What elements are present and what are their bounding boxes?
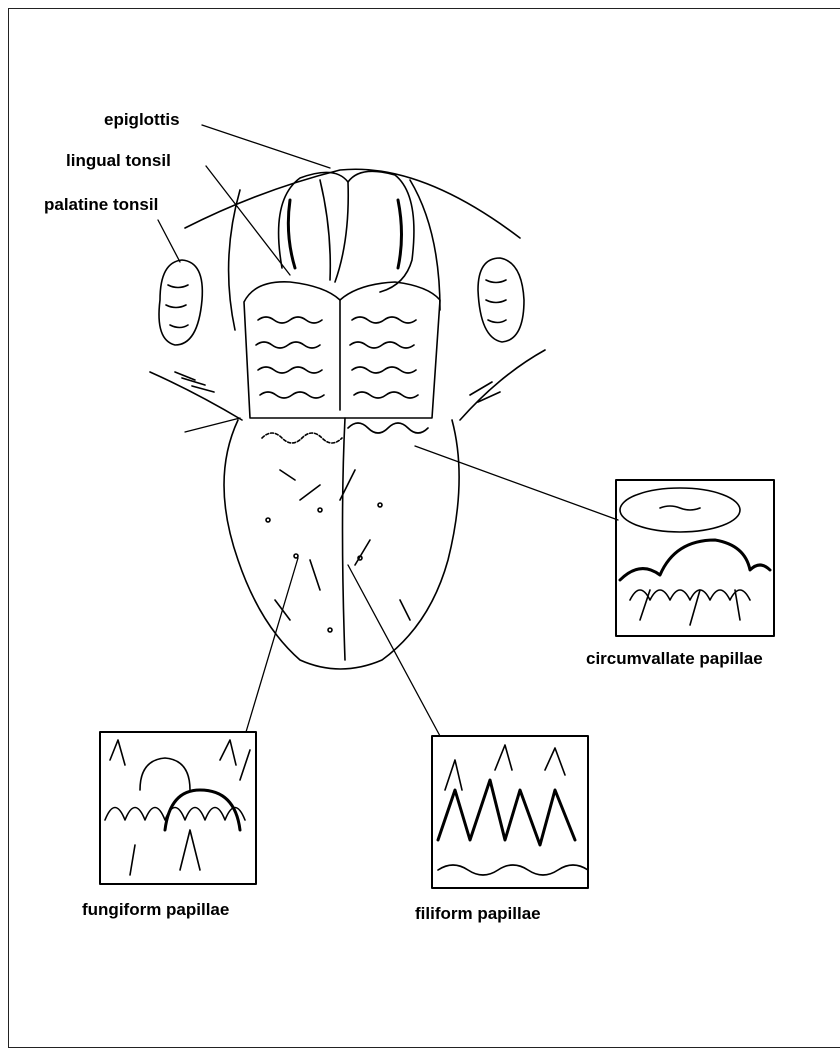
- label-filiform-papillae: filiform papillae: [415, 904, 541, 924]
- tongue-body: [224, 418, 459, 669]
- papilla-dot: [266, 518, 270, 522]
- label-lingual-tonsil: lingual tonsil: [66, 151, 171, 171]
- label-palatine-tonsil: palatine tonsil: [44, 195, 158, 215]
- leader-lingual-tonsil: [206, 166, 290, 275]
- leader-fungiform: [246, 558, 298, 732]
- papilla-dot: [318, 508, 322, 512]
- leader-circumvallate: [415, 446, 618, 520]
- circumvallate-inset: [616, 480, 774, 636]
- palatine-tonsils: [159, 258, 524, 345]
- label-fungiform-papillae: fungiform papillae: [82, 900, 229, 920]
- leader-palatine-tonsil: [158, 220, 180, 262]
- lingual-tonsil-shape: [244, 282, 440, 418]
- papilla-dot: [294, 554, 298, 558]
- leader-lines: [158, 125, 618, 736]
- papilla-dot: [378, 503, 382, 507]
- papilla-dot: [328, 628, 332, 632]
- filiform-inset: [432, 736, 588, 888]
- circumvallate-box: [616, 480, 774, 636]
- label-epiglottis: epiglottis: [104, 110, 180, 130]
- label-circumvallate-papillae: circumvallate papillae: [586, 649, 763, 669]
- leader-filiform: [348, 565, 440, 736]
- fungiform-inset: [100, 732, 256, 884]
- leader-epiglottis: [202, 125, 330, 168]
- epiglottis-shape: [279, 171, 414, 292]
- leader-extra: [185, 418, 240, 432]
